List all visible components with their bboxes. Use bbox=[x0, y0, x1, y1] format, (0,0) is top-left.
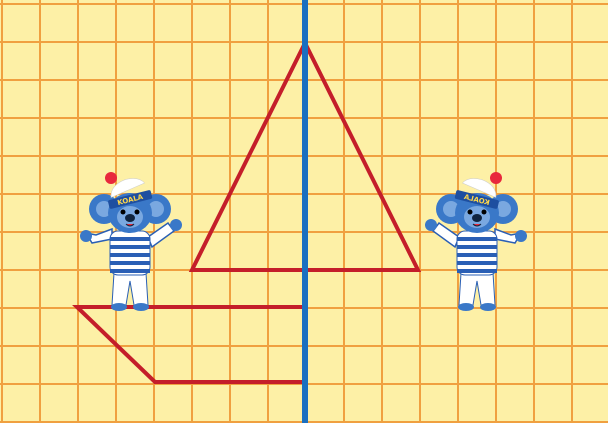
shirt-stripe bbox=[110, 245, 150, 249]
koala-nose bbox=[125, 214, 135, 222]
shirt-stripe bbox=[110, 269, 150, 273]
koala-hand-right bbox=[425, 219, 437, 231]
koala-hand-left bbox=[515, 230, 527, 242]
koala-hand-left bbox=[80, 230, 92, 242]
shirt-stripe bbox=[110, 261, 150, 265]
koala-foot-left bbox=[111, 303, 127, 311]
shirt-stripe bbox=[457, 269, 497, 273]
koala-foot-left bbox=[480, 303, 496, 311]
hat-pompom-icon bbox=[105, 172, 117, 184]
koala-foot-right bbox=[458, 303, 474, 311]
koala-eye-right bbox=[468, 210, 473, 215]
shirt-stripe bbox=[457, 253, 497, 257]
shirt-stripe bbox=[110, 253, 150, 257]
shirt-stripe bbox=[457, 245, 497, 249]
shirt-stripe bbox=[457, 237, 497, 241]
koala-eye-right bbox=[135, 210, 140, 215]
shirt-stripe bbox=[110, 237, 150, 241]
hat-pompom-icon bbox=[490, 172, 502, 184]
koala-eye-left bbox=[121, 210, 126, 215]
koala-nose bbox=[472, 214, 482, 222]
koala-foot-right bbox=[133, 303, 149, 311]
koala-hand-right bbox=[170, 219, 182, 231]
shirt-stripe bbox=[457, 261, 497, 265]
koala-eye-left bbox=[482, 210, 487, 215]
